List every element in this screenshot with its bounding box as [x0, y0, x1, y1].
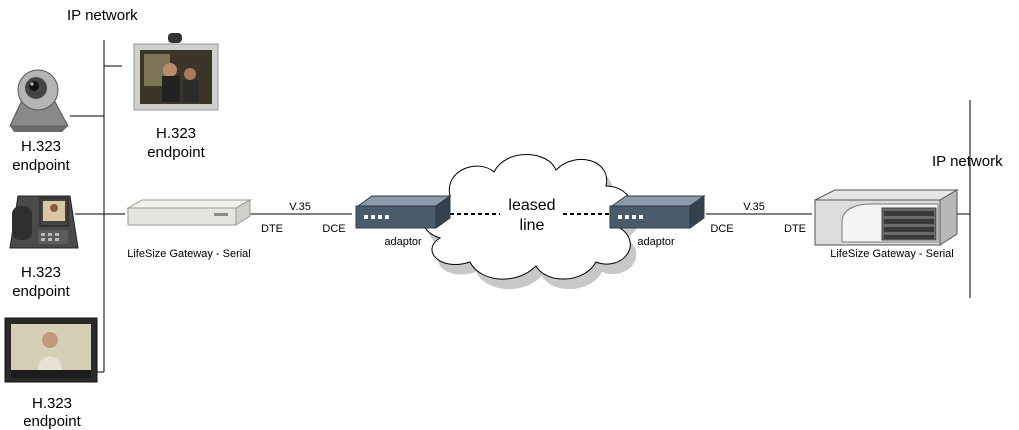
ip-network-label-right: IP network: [932, 153, 1003, 170]
adaptor-left-label: adaptor: [384, 236, 422, 248]
dce-label-left: DCE: [322, 223, 345, 235]
gateway-right-label: LifeSize Gateway - Serial: [830, 248, 954, 260]
ip-network-label-left: IP network: [67, 7, 138, 24]
webcam-endpoint-icon: [9, 69, 69, 132]
gateway-right-icon: [814, 189, 959, 246]
dte-label-left: DTE: [261, 223, 283, 235]
endpoint-top-label-line2: endpoint: [147, 144, 205, 161]
endpoint-top-label-line1: H.323: [156, 125, 196, 142]
endpoint-webcam-label-line2: endpoint: [12, 157, 70, 174]
cloud-label-line2: line: [520, 217, 545, 234]
endpoint-webcam-label-line1: H.323: [21, 138, 61, 155]
cloud-label-line1: leased: [508, 197, 555, 214]
endpoint-phone-label-line1: H.323: [21, 264, 61, 281]
adaptor-left-icon: [355, 195, 452, 229]
endpoint-phone-label-line2: endpoint: [12, 283, 70, 300]
dce-label-right: DCE: [710, 223, 733, 235]
v35-label-right: V.35: [743, 201, 765, 213]
adaptor-right-label: adaptor: [637, 236, 675, 248]
adaptor-right-icon: [609, 195, 706, 229]
dte-label-right: DTE: [784, 223, 806, 235]
endpoint-tv-label-line2: endpoint: [23, 413, 81, 430]
video-monitor-endpoint-icon: [133, 33, 219, 111]
gateway-left-icon: [126, 199, 252, 226]
gateway-left-label: LifeSize Gateway - Serial: [127, 248, 251, 260]
video-phone-endpoint-icon: [9, 195, 79, 249]
leased-line-cloud: [421, 154, 639, 290]
flatscreen-endpoint-icon: [4, 317, 98, 383]
endpoint-tv-label-line1: H.323: [32, 395, 72, 412]
v35-label-left: V.35: [289, 201, 311, 213]
